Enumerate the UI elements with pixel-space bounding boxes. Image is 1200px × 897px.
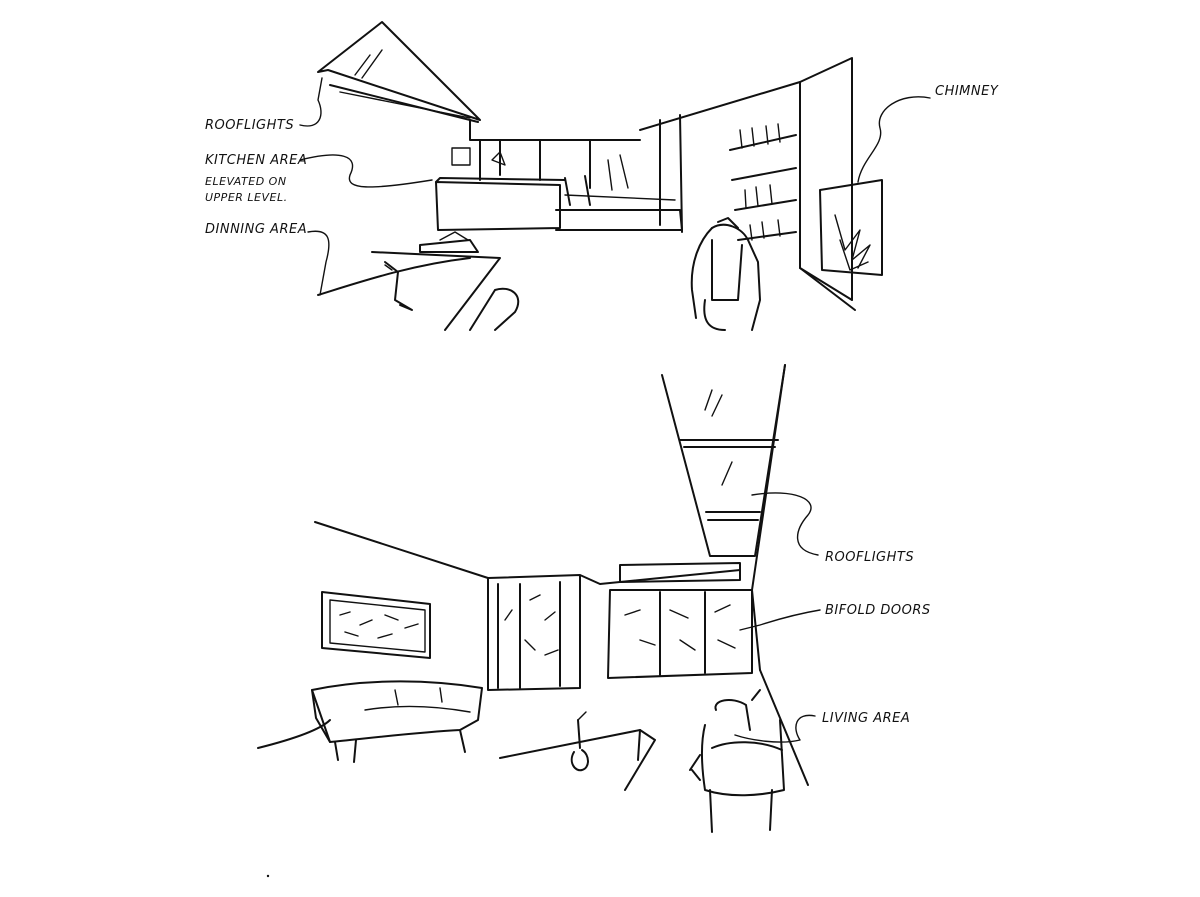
leader-chimney bbox=[858, 97, 930, 182]
rooflight-bottom bbox=[662, 365, 785, 556]
label-dining: Dinning area bbox=[205, 222, 307, 237]
sketch-bottom-living: Rooflights Bifold doors Living area bbox=[258, 365, 931, 832]
label-kitchen-line2: elevated on bbox=[205, 175, 287, 188]
leader-living bbox=[735, 715, 815, 742]
leader-rooflights bbox=[300, 78, 322, 126]
leader-rooflights-bottom bbox=[752, 493, 818, 555]
chimney-box bbox=[820, 180, 882, 275]
leader-bifold bbox=[740, 610, 820, 630]
leader-dining bbox=[308, 231, 329, 295]
back-wall bbox=[452, 120, 640, 190]
stray-ink-dot bbox=[266, 874, 270, 878]
sofa bbox=[312, 681, 482, 762]
label-rooflights-bottom: Rooflights bbox=[825, 550, 914, 565]
rooflight-top bbox=[318, 22, 480, 122]
right-wall-shelves bbox=[640, 58, 852, 300]
floor-line-top bbox=[318, 258, 470, 295]
label-kitchen-line1: Kitchen area bbox=[205, 153, 307, 168]
label-bifold-doors: Bifold doors bbox=[825, 603, 931, 618]
glazed-doors-left bbox=[488, 576, 580, 690]
annotations-bottom bbox=[735, 493, 820, 742]
label-living-area: Living area bbox=[822, 711, 910, 726]
label-rooflights-top: Rooflights bbox=[205, 118, 294, 133]
artwork-frame bbox=[322, 592, 430, 658]
armchair bbox=[690, 690, 784, 832]
bifold-doors bbox=[608, 563, 752, 678]
floor-line-top-right bbox=[800, 268, 855, 310]
room-walls bbox=[258, 365, 808, 785]
sketch-top-kitchen-dining: Rooflights Kitchen area elevated on uppe… bbox=[205, 22, 999, 330]
dining-table bbox=[372, 232, 518, 330]
person-figure bbox=[692, 218, 760, 330]
label-kitchen-line3: upper level. bbox=[205, 191, 288, 204]
label-chimney: Chimney bbox=[935, 84, 999, 99]
coffee-table bbox=[500, 712, 655, 790]
annotations-top bbox=[300, 78, 930, 295]
kitchen-counter bbox=[436, 176, 682, 230]
leader-kitchen bbox=[300, 155, 432, 187]
